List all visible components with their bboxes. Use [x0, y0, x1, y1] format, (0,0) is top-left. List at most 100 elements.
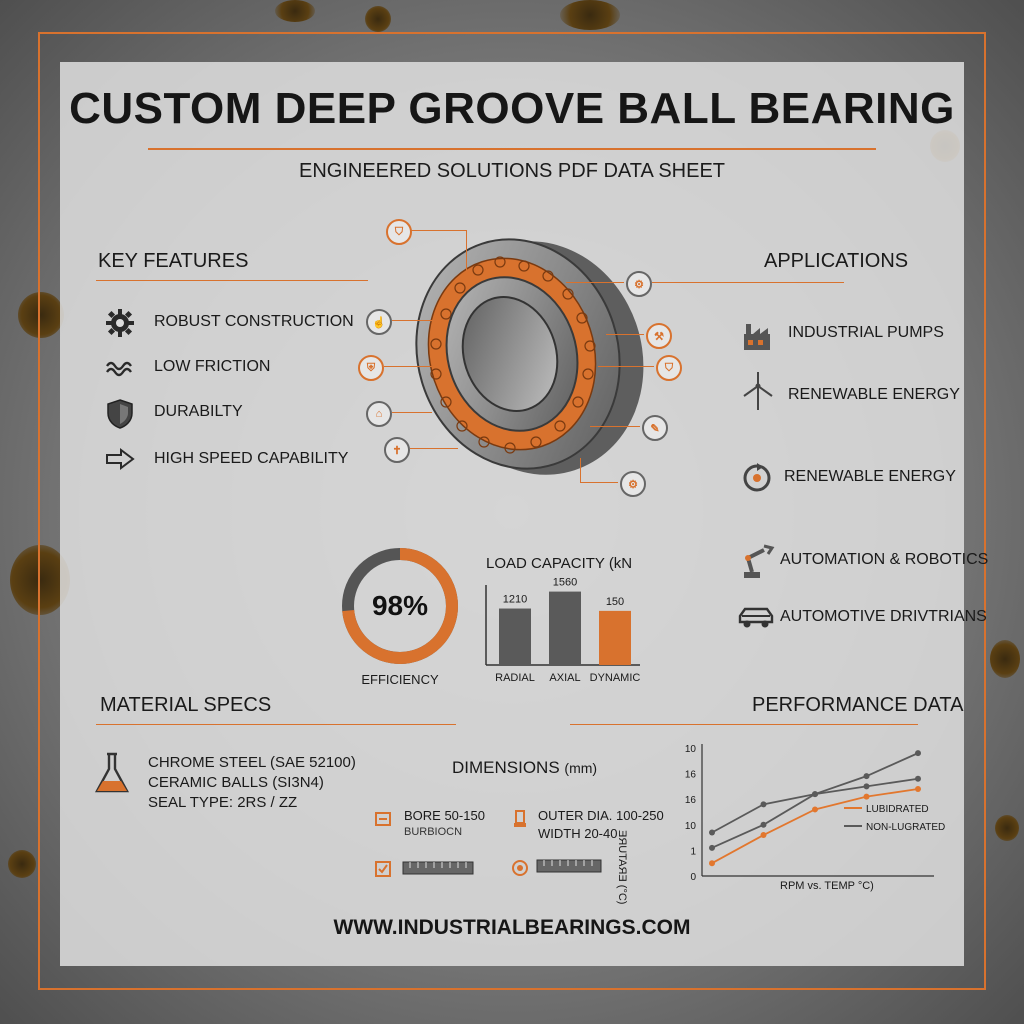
- bar-value-label: 1210: [503, 594, 527, 606]
- series-point-0: [760, 832, 767, 839]
- load-chart-title: LOAD CAPACITY (kN: [486, 555, 633, 572]
- bar-axial: [549, 591, 581, 665]
- callout-leader: [411, 230, 467, 231]
- feature-durability: DURABILTY: [154, 403, 243, 420]
- arrow-right-icon: [104, 446, 136, 472]
- callout-leader: [392, 412, 432, 413]
- series-point-2: [812, 791, 818, 798]
- y-tick-label: 10: [685, 744, 697, 755]
- car-icon: [736, 603, 776, 631]
- application-automotive-drivetrains: AUTOMOTIVE DRIVTRIANS: [780, 608, 987, 625]
- wave-icon: [104, 356, 136, 380]
- applications-rule: [652, 282, 844, 283]
- shield-small-icon: ⛉: [656, 355, 682, 381]
- shield-check-icon: ⛨: [358, 355, 384, 381]
- wind-turbine-icon: [738, 370, 778, 412]
- series-point-1: [915, 750, 921, 757]
- efficiency-gauge: [342, 548, 458, 664]
- gear-icon: [104, 307, 136, 339]
- series-point-0: [915, 785, 921, 792]
- bar-category-label: RADIAL: [495, 672, 535, 684]
- oil-stain: [365, 6, 391, 32]
- datasheet-panel: [60, 62, 964, 966]
- engine-icon: ⚙: [620, 471, 646, 497]
- callout-leader: [384, 366, 434, 367]
- series-point-2: [863, 783, 870, 790]
- outer-diameter-spec: OUTER DIA. 100-250: [538, 808, 664, 823]
- oil-stain: [990, 640, 1020, 678]
- oil-stain: [18, 292, 64, 338]
- factory-icon: [740, 318, 774, 352]
- shield-badge-icon: ⛉: [386, 219, 412, 245]
- title-underline: [148, 148, 876, 150]
- bar-category-label: DYNAMIC: [590, 672, 641, 684]
- y-tick-label: 16: [685, 795, 697, 806]
- bore-icon: [374, 810, 392, 828]
- performance-heading: PERFORMANCE DATA: [752, 694, 964, 716]
- series-point-1: [709, 844, 715, 851]
- series-point-2: [760, 801, 767, 808]
- oil-stain: [8, 850, 36, 878]
- series-point-0: [812, 806, 818, 813]
- callout-leader: [410, 448, 458, 449]
- width-spec: WIDTH 20-40: [538, 826, 618, 841]
- y-tick-label: 1: [690, 846, 696, 857]
- bar-value-label: 1560: [553, 577, 577, 589]
- application-renewable-energy: RENEWABLE ENERGY: [788, 386, 960, 403]
- efficiency-value: 98%: [371, 590, 429, 621]
- y-tick-label: 0: [690, 872, 696, 883]
- callout-leader: [392, 320, 442, 321]
- thumb-icon: ☝: [366, 309, 392, 335]
- pin-icon: ✝: [384, 437, 410, 463]
- factory-small-icon: ⌂: [366, 401, 392, 427]
- caliper-icon: [512, 808, 528, 830]
- feature-high-speed: HIGH SPEED CAPABILITY: [154, 450, 349, 467]
- series-point-0: [709, 860, 715, 867]
- y-tick-label: 10: [685, 821, 697, 832]
- ruler-icon: [536, 858, 602, 874]
- callout-leader: [580, 458, 581, 482]
- feature-robust-construction: ROBUST CONSTRUCTION: [154, 313, 354, 330]
- page-title: CUSTOM DEEP GROOVE BALL BEARING: [69, 84, 955, 133]
- material-line-2: CERAMIC BALLS (SI3N4): [148, 774, 324, 791]
- flask-icon: [92, 750, 132, 798]
- orange-frame: [38, 32, 986, 990]
- series-point-2: [709, 829, 715, 836]
- ruler-icon: [402, 860, 474, 876]
- dimensions-unit: (mm): [564, 760, 598, 776]
- efficiency-caption: EFFICIENCY: [361, 672, 439, 687]
- bore-spec: BORE 50-150: [404, 808, 485, 823]
- wrench-icon: ✎: [642, 415, 668, 441]
- oil-stain: [560, 0, 620, 30]
- material-specs-heading: MATERIAL SPECS: [100, 694, 272, 716]
- robot-small-icon: ⚒: [646, 323, 672, 349]
- dimensions-heading: DIMENSIONS (mm): [452, 758, 597, 778]
- feature-low-friction: LOW FRICTION: [154, 358, 271, 375]
- bar-value-label: 150: [606, 596, 624, 608]
- bearing-illustration: [415, 238, 644, 475]
- robot-arm-icon: [738, 540, 776, 580]
- bar-category-label: AXIAL: [549, 672, 580, 684]
- legend-label: LUBIDRATED: [866, 804, 929, 815]
- callout-leader: [566, 282, 624, 283]
- performance-xlabel: RPM vs. TEMP °C): [780, 880, 874, 892]
- series-point-0: [863, 793, 870, 800]
- page-subtitle: ENGINEERED SOLUTIONS PDF DATA SHEET: [299, 160, 725, 182]
- recycle-icon: [738, 458, 776, 496]
- footer-url[interactable]: WWW.INDUSTRIALBEARINGS.COM: [333, 916, 691, 939]
- material-line-1: CHROME STEEL (SAE 52100): [148, 754, 356, 771]
- oil-stain: [995, 815, 1019, 841]
- bar-dynamic: [599, 610, 631, 665]
- series-line-1: [711, 752, 919, 849]
- applications-heading: APPLICATIONS: [764, 250, 909, 272]
- series-point-1: [863, 773, 870, 780]
- oil-stain: [275, 0, 315, 22]
- bar-radial: [499, 608, 531, 665]
- callout-leader: [580, 482, 618, 483]
- performance-rule: [570, 724, 918, 725]
- application-renewable-energy-2: RENEWABLE ENERGY: [784, 468, 956, 485]
- callout-leader: [598, 366, 654, 367]
- key-features-rule: [96, 280, 368, 281]
- series-point-2: [915, 775, 921, 782]
